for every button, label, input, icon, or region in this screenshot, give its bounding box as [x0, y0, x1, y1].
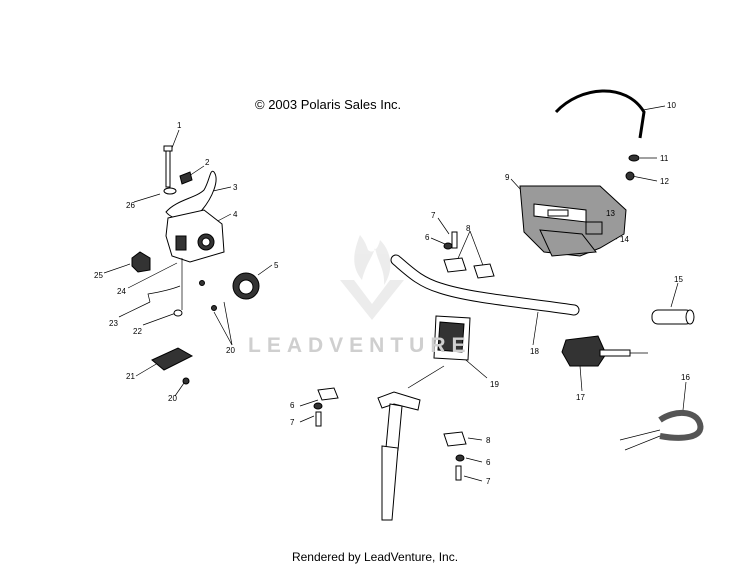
callout-7-upper: 7 [431, 211, 436, 220]
callout-25: 25 [94, 271, 103, 280]
hose-part-10 [554, 89, 646, 139]
callout-13: 13 [606, 209, 615, 218]
ring-part-5 [232, 272, 260, 300]
callout-19: 19 [490, 380, 499, 389]
clamp-part-8-upper-left [443, 257, 467, 273]
cover-plate-part-21 [151, 347, 194, 371]
callout-2: 2 [205, 158, 210, 167]
handlebar-pad-part-19 [433, 315, 471, 361]
clamp-part-8-lower [443, 431, 467, 447]
callout-8-lower: 8 [486, 436, 491, 445]
callout-22: 22 [133, 327, 142, 336]
callout-3: 3 [233, 183, 238, 192]
callout-20-lower: 20 [168, 394, 177, 403]
watermark-text: LEADVENTURE [248, 334, 472, 357]
clamp-part-8-upper-right [473, 263, 495, 279]
clamp-lower-left [317, 387, 339, 401]
callout-5: 5 [274, 261, 279, 270]
callout-21: 21 [126, 372, 135, 381]
callout-labels: 1 2 3 4 5 6 6 6 7 7 7 8 8 9 10 11 12 13 … [94, 101, 690, 486]
callout-24: 24 [117, 287, 126, 296]
callout-9: 9 [505, 173, 510, 182]
decal-part-14 [585, 221, 603, 235]
washer-part-6-lower-left [313, 402, 323, 410]
washer-part-6-lower-right [455, 454, 465, 462]
screw-part-20 [182, 280, 217, 385]
callout-26: 26 [126, 201, 135, 210]
decal-part-13 [547, 209, 569, 217]
callout-6-upper: 6 [425, 233, 430, 242]
bolt-part-1 [163, 145, 173, 188]
callout-15: 15 [674, 275, 683, 284]
copyright-text: © 2003 Polaris Sales Inc. [255, 97, 402, 112]
grip-part-15 [651, 309, 695, 325]
steering-post [377, 391, 421, 521]
connector-part-25 [131, 251, 151, 273]
callout-12: 12 [660, 177, 669, 186]
watermark-logo [340, 235, 404, 320]
callout-6-lower-right: 6 [486, 458, 491, 467]
clip-part-2 [179, 171, 193, 185]
callout-16: 16 [681, 373, 690, 382]
wire-part-23 [147, 285, 181, 303]
instrument-pod-part-9 [519, 185, 627, 257]
callout-1: 1 [177, 121, 182, 130]
bolt-part-7-lower-right [455, 465, 462, 481]
coil-wire-part-16 [619, 410, 704, 451]
callout-7-lower-right: 7 [486, 477, 491, 486]
callout-20-upper: 20 [226, 346, 235, 355]
callout-14: 14 [620, 235, 629, 244]
callout-10: 10 [667, 101, 676, 110]
callout-17: 17 [576, 393, 585, 402]
bolt-part-7-lower-left [315, 411, 322, 427]
switch-part-17 [561, 335, 648, 367]
nut-part-12 [625, 171, 635, 181]
callout-4: 4 [233, 210, 238, 219]
washer-part-26 [163, 187, 177, 195]
callout-8-upper: 8 [466, 224, 471, 233]
nut-part-22 [173, 309, 183, 317]
callout-6-lower-left: 6 [290, 401, 295, 410]
callout-23: 23 [109, 319, 118, 328]
callout-7-lower-left: 7 [290, 418, 295, 427]
callout-11: 11 [660, 154, 669, 163]
bolt-part-7-upper [451, 231, 458, 249]
callout-18: 18 [530, 347, 539, 356]
washer-part-6-upper [443, 242, 453, 250]
washer-part-11 [628, 154, 640, 162]
throttle-housing-part-4 [165, 209, 225, 310]
footer-text: Rendered by LeadVenture, Inc. [291, 550, 459, 564]
